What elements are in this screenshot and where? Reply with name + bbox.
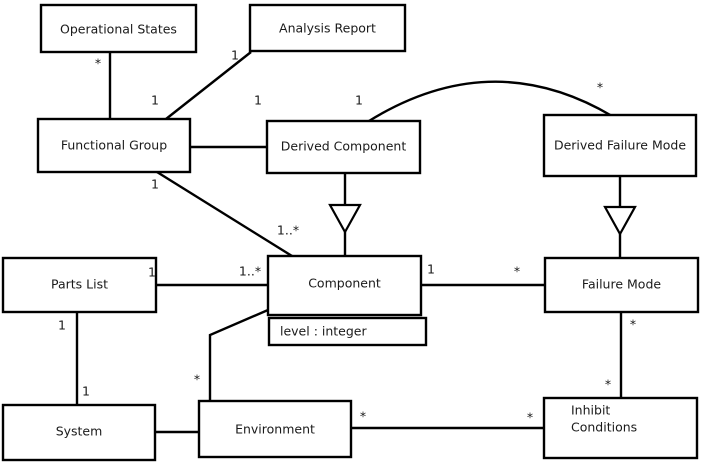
multiplicity-environment-component: * bbox=[194, 372, 200, 387]
class-label-derived-component: Derived Component bbox=[281, 139, 407, 154]
association-derived-component-derived-failure-mode bbox=[368, 80, 613, 123]
class-label-inhibit-conditions-line2: Conditions bbox=[571, 420, 637, 435]
class-label-inhibit-conditions-line1: Inhibit bbox=[571, 403, 610, 418]
multiplicity-functional-group-component-near-component: 1..* bbox=[277, 223, 299, 238]
class-label-analysis-report: Analysis Report bbox=[279, 21, 376, 36]
multiplicity-environment-inhibit-near-inhibit: * bbox=[527, 410, 533, 425]
multiplicity-parts-list-system-near-list: 1 bbox=[58, 318, 66, 333]
class-rect-functional-group bbox=[36, 117, 192, 174]
class-box-derived-failure-mode[interactable]: Derived Failure Mode bbox=[542, 113, 698, 178]
class-box-parts-list[interactable]: Parts List bbox=[1, 256, 158, 314]
class-label-parts-list: Parts List bbox=[51, 277, 108, 292]
class-rect-derived-component bbox=[265, 119, 422, 175]
multiplicity-analysis-report-near-functional-group: 1 bbox=[151, 93, 159, 108]
class-rect-derived-failure-mode bbox=[542, 113, 698, 178]
class-rect-failure-mode bbox=[543, 256, 700, 314]
class-label-operational-states: Operational States bbox=[60, 22, 177, 37]
class-box-derived-component[interactable]: Derived Component bbox=[265, 119, 422, 175]
class-rect-parts-list bbox=[1, 256, 158, 314]
class-box-failure-mode[interactable]: Failure Mode bbox=[543, 256, 700, 314]
multiplicity-functional-group-component-near-group: 1 bbox=[151, 177, 159, 192]
class-rect-analysis-report bbox=[248, 3, 407, 53]
multiplicity-functional-group-derived-component: 1 bbox=[254, 93, 262, 108]
multiplicity-analysis-report-near-report: 1 bbox=[231, 48, 239, 63]
class-attribute-component-level: level : integer bbox=[280, 324, 367, 339]
multiplicity-operational-states-functional-group: * bbox=[95, 56, 101, 71]
class-box-analysis-report[interactable]: Analysis Report bbox=[248, 3, 407, 53]
multiplicity-derived-component-arc-near-failure-mode: * bbox=[597, 80, 603, 95]
class-box-environment[interactable]: Environment bbox=[197, 399, 353, 459]
class-label-derived-failure-mode: Derived Failure Mode bbox=[554, 138, 686, 153]
multiplicity-parts-list-component-near-list: 1 bbox=[148, 265, 156, 280]
class-box-operational-states[interactable]: Operational States bbox=[39, 3, 198, 54]
association-functional-group-component bbox=[156, 170, 293, 258]
generalization-triangle-derived-component bbox=[328, 203, 362, 235]
multiplicity-component-failure-mode-near-component: 1 bbox=[427, 262, 435, 277]
class-rect-component bbox=[266, 254, 423, 317]
class-rect-system bbox=[1, 403, 157, 462]
class-label-environment: Environment bbox=[235, 422, 315, 437]
class-label-failure-mode: Failure Mode bbox=[582, 277, 661, 292]
multiplicity-component-failure-mode-near-failure-mode: * bbox=[514, 264, 520, 279]
class-box-system[interactable]: System bbox=[1, 403, 157, 462]
class-rect-operational-states bbox=[39, 3, 198, 54]
class-rect-component-attributes bbox=[267, 316, 428, 347]
multiplicity-parts-list-component-near-component: 1..* bbox=[239, 264, 261, 279]
association-environment-component bbox=[208, 308, 269, 401]
association-analysis-report-functional-group bbox=[165, 51, 252, 120]
class-rect-inhibit-conditions bbox=[542, 396, 699, 460]
multiplicity-environment-inhibit-near-environment: * bbox=[360, 409, 366, 424]
class-label-component: Component bbox=[308, 276, 381, 291]
class-rect-environment bbox=[197, 399, 353, 459]
class-label-functional-group: Functional Group bbox=[61, 138, 167, 153]
generalization-triangle-derived-failure-mode bbox=[603, 205, 637, 237]
multiplicity-failure-mode-inhibit-near-failure-mode: * bbox=[630, 317, 636, 332]
class-box-component[interactable]: Component level : integer bbox=[266, 254, 428, 347]
multiplicity-derived-component-arc-near-component: 1 bbox=[355, 93, 363, 108]
class-box-functional-group[interactable]: Functional Group bbox=[36, 117, 192, 174]
class-box-inhibit-conditions[interactable]: Inhibit Conditions bbox=[542, 396, 699, 460]
class-label-system: System bbox=[56, 424, 103, 439]
multiplicity-parts-list-system-near-system: 1 bbox=[82, 384, 90, 399]
multiplicity-failure-mode-inhibit-near-inhibit: * bbox=[605, 377, 611, 392]
